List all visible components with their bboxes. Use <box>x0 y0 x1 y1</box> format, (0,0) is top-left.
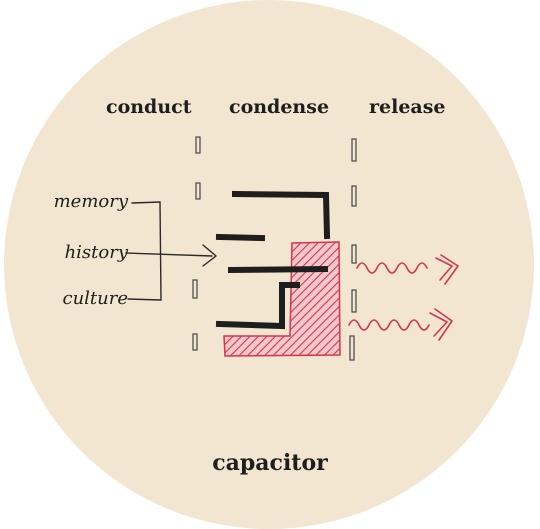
label-memory: memory <box>53 191 128 212</box>
release-wave-arrows <box>348 254 459 341</box>
label-history: history <box>64 242 128 263</box>
diagram-title: capacitor <box>212 450 328 476</box>
input-bracket <box>127 201 162 301</box>
label-conduct: conduct <box>106 96 192 118</box>
label-release: release <box>369 96 446 118</box>
capacitor-plates <box>215 190 331 330</box>
label-culture: culture <box>62 288 128 309</box>
release-column-dashes <box>349 138 357 361</box>
label-condense: condense <box>229 96 330 118</box>
history-arrow <box>125 244 218 267</box>
background-circle <box>4 0 534 529</box>
conduct-column-dashes <box>192 136 201 351</box>
